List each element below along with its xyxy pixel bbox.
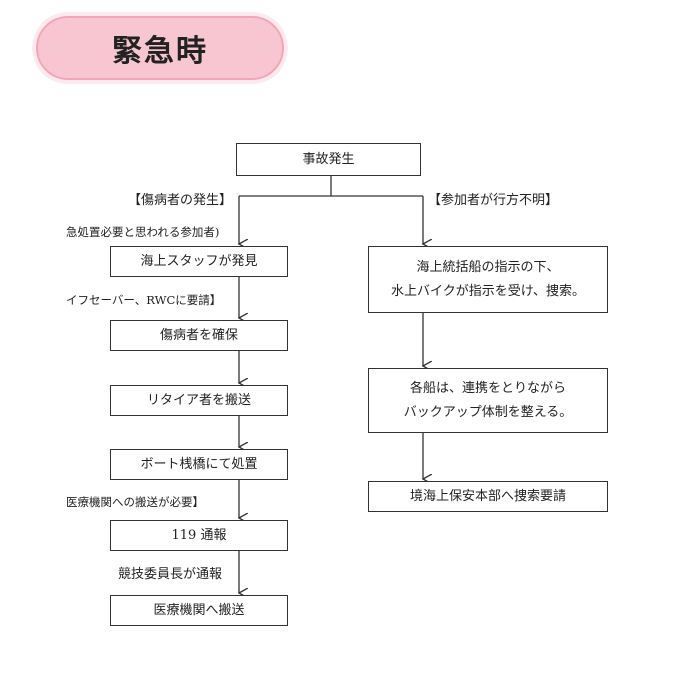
- box-search: 海上統括船の指示の下、 水上バイクが指示を受け、捜索。: [368, 246, 608, 313]
- header-title: 緊急時: [112, 34, 208, 69]
- header-title-pill: 緊急時: [36, 16, 284, 80]
- box-hospital: 医療機関へ搬送: [110, 595, 288, 626]
- note-hospital: 医療機関への搬送が必要】: [66, 495, 204, 509]
- box-retiree: リタイア者を搬送: [110, 385, 288, 416]
- label-missing: 【参加者が行方不明】: [428, 193, 559, 208]
- box-coast-guard: 境海上保安本部へ捜索要請: [368, 481, 608, 512]
- label-injured: 【傷病者の発生】: [128, 193, 233, 208]
- box-backup: 各船は、連携をとりながら バックアップ体制を整える。: [368, 368, 608, 433]
- note-request: イフセーバー、RWCに要請】: [66, 293, 222, 307]
- box-accident: 事故発生: [236, 143, 421, 176]
- note-chair: 競技委員長が通報: [118, 567, 223, 582]
- box-119: 119 通報: [110, 520, 288, 551]
- box-secure: 傷病者を確保: [110, 320, 288, 351]
- box-pier: ボート桟橋にて処置: [110, 449, 288, 480]
- note-first-aid: 急処置必要と思われる参加者): [66, 225, 220, 239]
- box-staff-found: 海上スタッフが発見: [110, 246, 288, 277]
